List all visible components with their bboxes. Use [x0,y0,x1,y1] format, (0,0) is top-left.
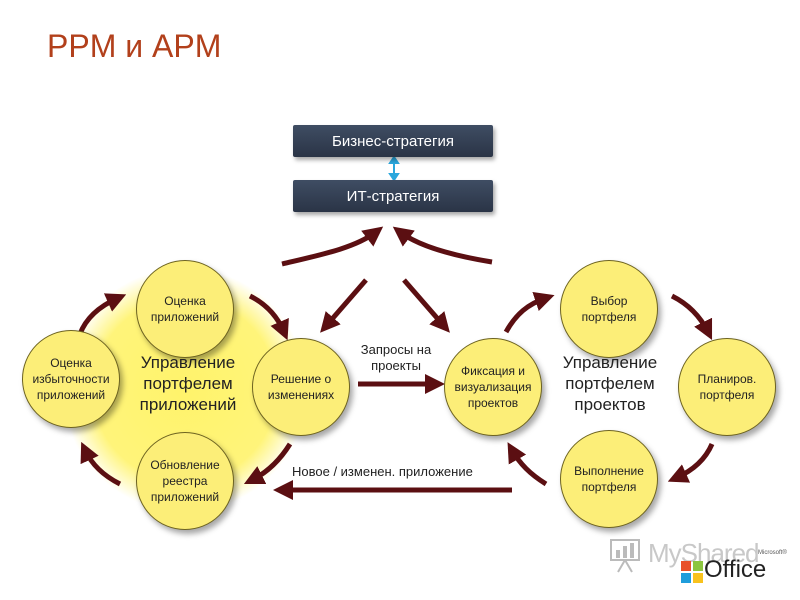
update-registry-circle: Обновление реестра приложений [136,432,234,530]
office-logo-icon [681,561,703,583]
watermark-text: MyShared [648,538,759,568]
arrow-decision-to-update [243,442,293,485]
change-decision-circle: Решение о изменениях [252,338,350,436]
arrow-strategy-to-decision [320,278,368,333]
arrow-ppm-to-strategy [392,226,493,265]
arrow-execution-to-fixation [507,442,548,487]
portfolio-selection-circle: Выбор портфеля [560,260,658,358]
page-title: PPM и APM [47,28,222,64]
microsoft-text: Microsoft® [758,550,787,556]
arrow-update-to-redundancy [80,441,122,487]
strategy-link-up-icon [388,155,400,164]
assess-apps-circle: Оценка приложений [136,260,234,358]
strategy-link-down-icon [388,173,400,182]
redundancy-assessment-circle: Оценка избыточности приложений [22,330,120,428]
presentation-icon [610,539,640,573]
watermark: MyShared Office Microsoft® [608,530,798,590]
apm-glow [63,268,307,512]
arrow-redundancy-to-assess [77,293,127,335]
fixation-circle: Фиксация и визуализация проектов [444,338,542,436]
arrow-selection-to-planning [670,293,713,341]
it-strategy-box: ИТ-стратегия [293,180,493,212]
arrow-fixation-to-selection [503,291,555,334]
portfolio-execution-circle: Выполнение портфеля [560,430,658,528]
arrow-strategy-to-fixation [402,278,450,333]
new-app-label: Новое / изменен. приложение [292,464,473,479]
apm-label: Управление портфелем приложений [139,353,237,414]
ppm-label: Управление портфелем проектов [562,353,658,414]
arrow-apm-to-strategy [281,226,384,267]
arrow-planning-to-execution [667,442,715,483]
portfolio-planning-circle: Планиров. портфеля [678,338,776,436]
office-text: Office [704,556,767,583]
business-strategy-box: Бизнес-стратегия [293,125,493,157]
requests-label: Запросы на проекты [360,342,432,373]
arrow-assess-to-decision [248,293,289,341]
